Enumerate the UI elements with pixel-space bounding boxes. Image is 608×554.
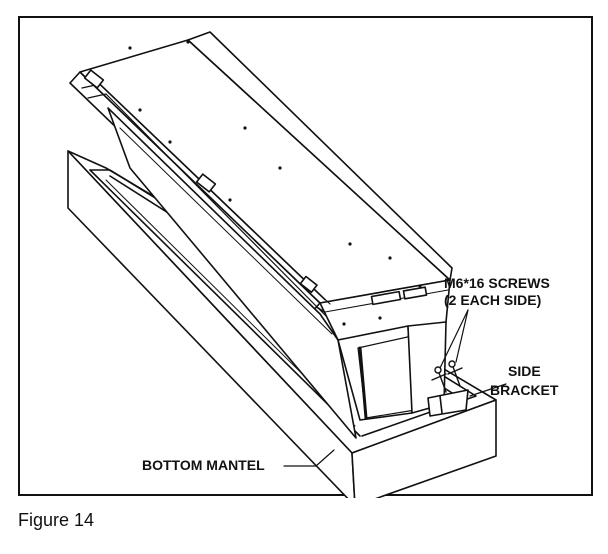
figure-frame: M6*16 SCREWS (2 EACH SIDE) SIDE BRACKET …: [18, 16, 593, 498]
screws-label-line2: (2 EACH SIDE): [444, 292, 541, 308]
m6-screws: [431, 360, 463, 393]
screws-label-line1: M6*16 SCREWS: [444, 275, 550, 291]
bottom-mantel-label: BOTTOM MANTEL: [142, 457, 265, 473]
figure-caption: Figure 14: [18, 510, 95, 530]
fireplace-insert: [69, 31, 469, 439]
fireplace-assembly-drawing: M6*16 SCREWS (2 EACH SIDE) SIDE BRACKET …: [67, 31, 559, 498]
side-bracket-label-line1: SIDE: [508, 363, 541, 379]
side-bracket-label-line2: BRACKET: [490, 382, 559, 398]
leader-lines: [283, 309, 507, 467]
